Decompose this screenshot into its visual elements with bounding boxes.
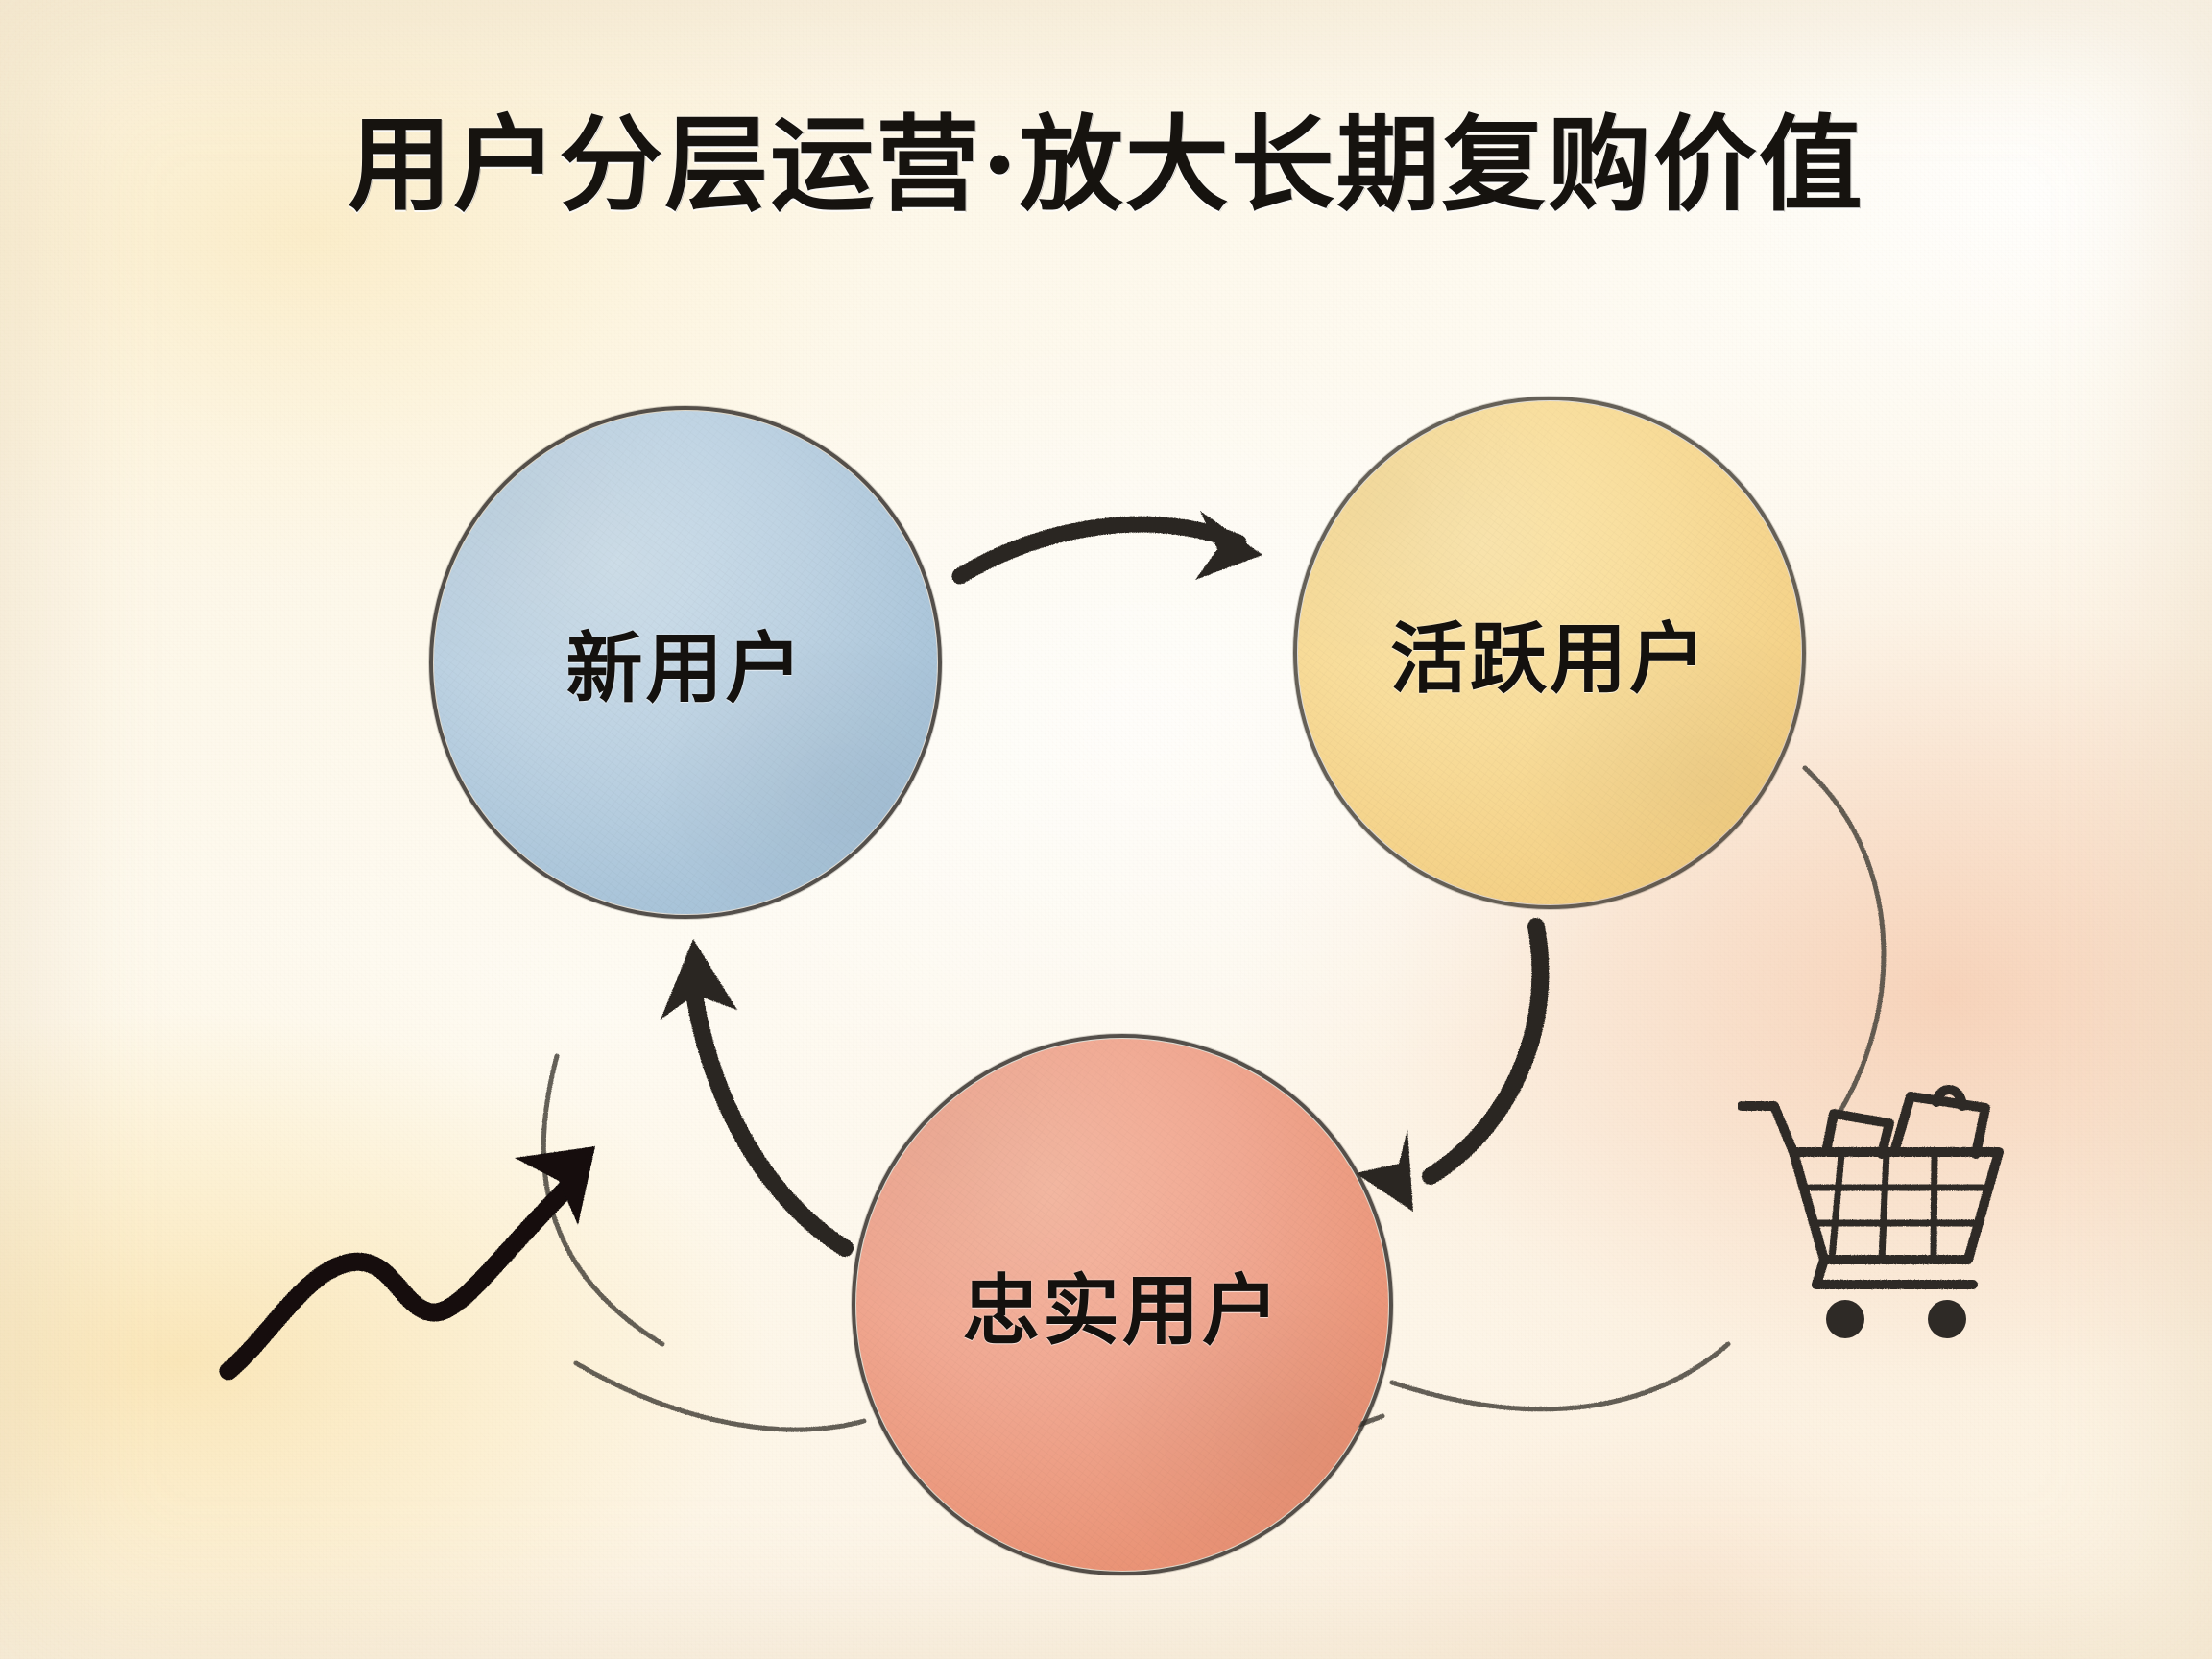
node-loyal-user[interactable]: 忠实用户 bbox=[852, 1034, 1393, 1575]
edge-loyal-to-new bbox=[661, 939, 854, 1257]
node-new-user[interactable]: 新用户 bbox=[429, 406, 942, 919]
edge-outer-right bbox=[1802, 765, 1887, 1131]
node-active-user[interactable]: 活跃用户 bbox=[1293, 397, 1806, 909]
shopping-cart-icon bbox=[1738, 1085, 2004, 1338]
cart-wheel-left bbox=[1826, 1300, 1864, 1338]
node-new-user-label: 新用户 bbox=[565, 623, 805, 713]
node-loyal-user-outline bbox=[852, 1034, 1393, 1575]
node-loyal-user-label: 忠实用户 bbox=[963, 1265, 1282, 1356]
node-active-user-label: 活跃用户 bbox=[1390, 613, 1709, 704]
node-active-user-outline bbox=[1293, 397, 1806, 909]
page-title: 用户分层运营·放大长期复购价值 bbox=[348, 105, 1864, 226]
edge-new-to-active bbox=[951, 511, 1262, 585]
growth-trend-arrow-icon bbox=[219, 1146, 595, 1381]
node-new-user-outline bbox=[429, 406, 942, 919]
edge-outer-bottom-right bbox=[1389, 1341, 1731, 1412]
cart-wheel-right bbox=[1928, 1300, 1966, 1338]
